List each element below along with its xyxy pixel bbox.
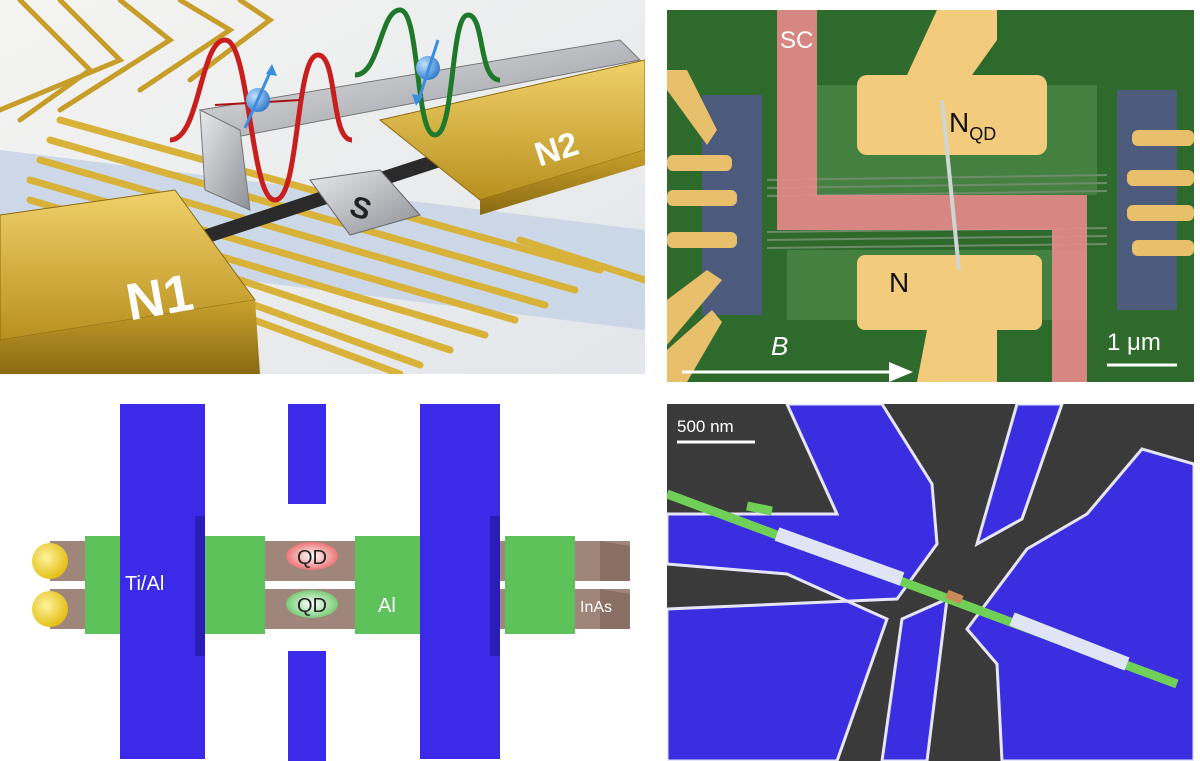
panel-3d-render: S N2 N1 <box>0 0 645 374</box>
nqd-contact <box>857 10 1047 155</box>
red-wavefunction <box>169 37 353 203</box>
b-field-arrow-icon <box>682 362 913 382</box>
b-field-label: B <box>771 331 788 361</box>
al-segment-left <box>774 527 905 586</box>
leads-right <box>1127 130 1194 256</box>
sem-colorized: SC NQD N B 1 μm <box>667 10 1194 382</box>
finger-gates <box>26 116 645 374</box>
contact-cap-top <box>32 543 68 579</box>
schematic-illustration: QD QD Ti/Al Al InAs <box>0 396 645 761</box>
panel-sem-device: SC NQD N B 1 μm <box>667 10 1194 382</box>
al-label: Al <box>378 595 396 617</box>
spin-up-icon <box>243 64 277 129</box>
tial-label: Ti/Al <box>125 573 164 595</box>
qd-bottom-label: QD <box>297 595 327 617</box>
n-contact <box>857 255 1042 382</box>
al-segment-right <box>1009 612 1130 671</box>
n2-contact: N2 <box>378 59 645 215</box>
nqd-label: NQD <box>949 107 996 144</box>
tial-leads <box>120 404 500 761</box>
side-gate-block-right <box>1117 90 1177 310</box>
qd-top <box>286 542 338 570</box>
gate-wires-top <box>0 0 275 123</box>
nanowire-sem <box>940 99 961 271</box>
scale-label: 1 μm <box>1107 329 1161 356</box>
blue-leads <box>667 404 1194 761</box>
al-shells <box>85 536 575 634</box>
sc-lead <box>777 10 1087 382</box>
inas-label: InAs <box>580 599 612 616</box>
spin-down-icon <box>412 39 440 106</box>
scale-label-d: 500 nm <box>677 417 734 436</box>
qd-bottom <box>286 590 338 618</box>
sem-colorized-2: 500 nm <box>667 404 1194 761</box>
panel-schematic: QD QD Ti/Al Al InAs <box>0 396 645 761</box>
n1-label: N1 <box>122 264 198 333</box>
n-label: N <box>889 267 909 298</box>
contact-cap-bottom <box>32 591 68 627</box>
s-contact: S <box>309 169 421 236</box>
leads-left <box>667 70 737 382</box>
qd-top-label: QD <box>297 547 327 569</box>
n1-contact: N1 <box>0 189 260 374</box>
sc-label: SC <box>780 27 813 54</box>
qd-segment <box>945 589 964 605</box>
panel-sem-fabricated: 500 nm <box>667 404 1194 761</box>
render-illustration: S N2 N1 <box>0 0 645 374</box>
green-wavefunction <box>354 7 501 138</box>
